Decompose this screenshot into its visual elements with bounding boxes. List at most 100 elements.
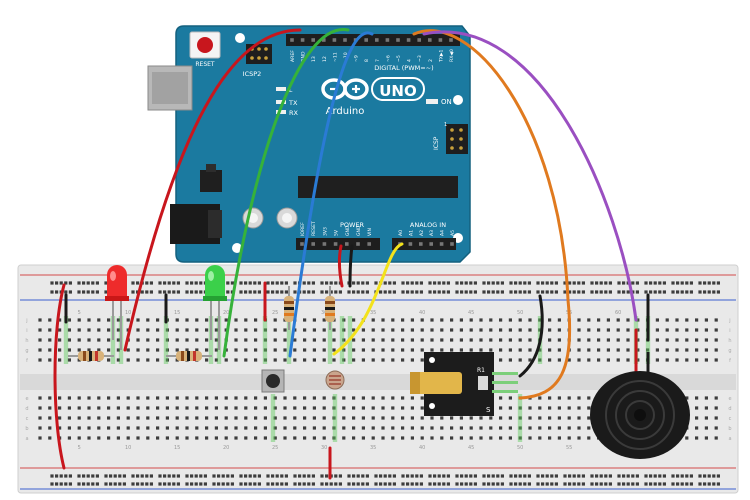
breadboard-hole: [203, 474, 207, 478]
column-number: 50: [517, 310, 523, 316]
breadboard-hole: [379, 482, 383, 486]
row-letter: c: [729, 416, 732, 422]
breadboard-hole: [172, 290, 176, 294]
breadboard-hole: [587, 416, 591, 420]
top-power-rail-holes: [50, 281, 720, 294]
breadboard-hole: [320, 482, 324, 486]
breadboard-hole: [410, 406, 414, 410]
breadboard-hole: [332, 358, 336, 362]
breadboard-hole: [190, 482, 194, 486]
breadboard-hole: [392, 290, 396, 294]
breadboard-hole: [271, 474, 275, 478]
breadboard-hole: [352, 396, 356, 400]
ldr-resistor: [325, 286, 335, 330]
breadboard-hole: [577, 290, 581, 294]
breadboard-hole: [48, 328, 52, 332]
breadboard-hole: [489, 426, 493, 430]
breadboard-hole: [577, 416, 581, 420]
breadboard-hole: [131, 290, 135, 294]
breadboard-hole: [545, 474, 549, 478]
header-pin: [439, 242, 444, 246]
breadboard-hole: [676, 482, 680, 486]
column-number: 10: [125, 310, 131, 316]
breadboard-hole: [460, 474, 464, 478]
breadboard-hole: [230, 474, 234, 478]
breadboard-hole: [342, 406, 346, 410]
breadboard-hole: [469, 281, 473, 285]
breadboard-hole: [446, 474, 450, 478]
breadboard-hole: [545, 482, 549, 486]
breadboard-hole: [97, 318, 101, 322]
breadboard-hole: [38, 396, 42, 400]
breadboard-hole: [194, 281, 198, 285]
breadboard-hole: [165, 396, 169, 400]
breadboard-hole: [704, 436, 708, 440]
breadboard-hole: [401, 348, 405, 352]
row-letter: e: [25, 396, 28, 402]
breadboard-hole: [293, 358, 297, 362]
breadboard-hole: [567, 436, 571, 440]
breadboard-hole: [514, 281, 518, 285]
breadboard-hole: [50, 281, 54, 285]
breadboard-hole: [479, 348, 483, 352]
breadboard-hole: [383, 290, 387, 294]
breadboard-hole: [636, 318, 640, 322]
pin-label: 12: [322, 56, 328, 62]
breadboard-hole: [224, 426, 228, 430]
breadboard-hole: [595, 474, 599, 478]
breadboard-hole: [626, 474, 630, 478]
breadboard-hole: [214, 358, 218, 362]
breadboard-hole: [284, 474, 288, 478]
breadboard-hole: [391, 328, 395, 332]
breadboard-hole: [459, 338, 463, 342]
breadboard-hole: [541, 281, 545, 285]
column-number: 50: [517, 445, 523, 451]
breadboard-hole: [77, 281, 81, 285]
breadboard-hole: [38, 328, 42, 332]
breadboard-hole: [568, 281, 572, 285]
breadboard-hole: [203, 482, 207, 486]
breadboard-hole: [195, 348, 199, 352]
breadboard-hole: [48, 436, 52, 440]
breadboard-hole: [77, 474, 81, 478]
breadboard-hole: [528, 358, 532, 362]
breadboard-hole: [194, 482, 198, 486]
breadboard-hole: [325, 281, 329, 285]
breadboard-hole: [406, 474, 410, 478]
breadboard-hole: [107, 338, 111, 342]
breadboard-hole: [587, 328, 591, 332]
breadboard-hole: [469, 290, 473, 294]
breadboard-hole: [459, 416, 463, 420]
breadboard-hole: [392, 281, 396, 285]
breadboard-hole: [557, 436, 561, 440]
breadboard-hole: [113, 482, 117, 486]
breadboard-hole: [631, 474, 635, 478]
breadboard-hole: [172, 474, 176, 478]
breadboard-hole: [473, 281, 477, 285]
connected-column-strip: [517, 394, 523, 442]
photoresistor: [325, 370, 345, 390]
breadboard-hole: [563, 281, 567, 285]
breadboard-hole: [361, 348, 365, 352]
breadboard-hole: [97, 426, 101, 430]
row-letter: j: [25, 318, 27, 324]
breadboard-hole: [655, 348, 659, 352]
connected-column-strip: [163, 316, 169, 364]
breadboard-hole: [67, 318, 71, 322]
breadboard-hole: [703, 482, 707, 486]
breadboard-hole: [352, 482, 356, 486]
breadboard-hole: [371, 396, 375, 400]
breadboard-hole: [253, 281, 257, 285]
breadboard-hole: [714, 338, 718, 342]
breadboard-hole: [64, 482, 68, 486]
breadboard-hole: [263, 436, 267, 440]
breadboard-hole: [224, 396, 228, 400]
breadboard-hole: [64, 290, 68, 294]
breadboard-hole: [136, 281, 140, 285]
breadboard-hole: [489, 328, 493, 332]
breadboard-hole: [293, 338, 297, 342]
breadboard-hole: [338, 290, 342, 294]
breadboard-hole: [361, 328, 365, 332]
breadboard-hole: [450, 318, 454, 322]
breadboard-hole: [446, 290, 450, 294]
